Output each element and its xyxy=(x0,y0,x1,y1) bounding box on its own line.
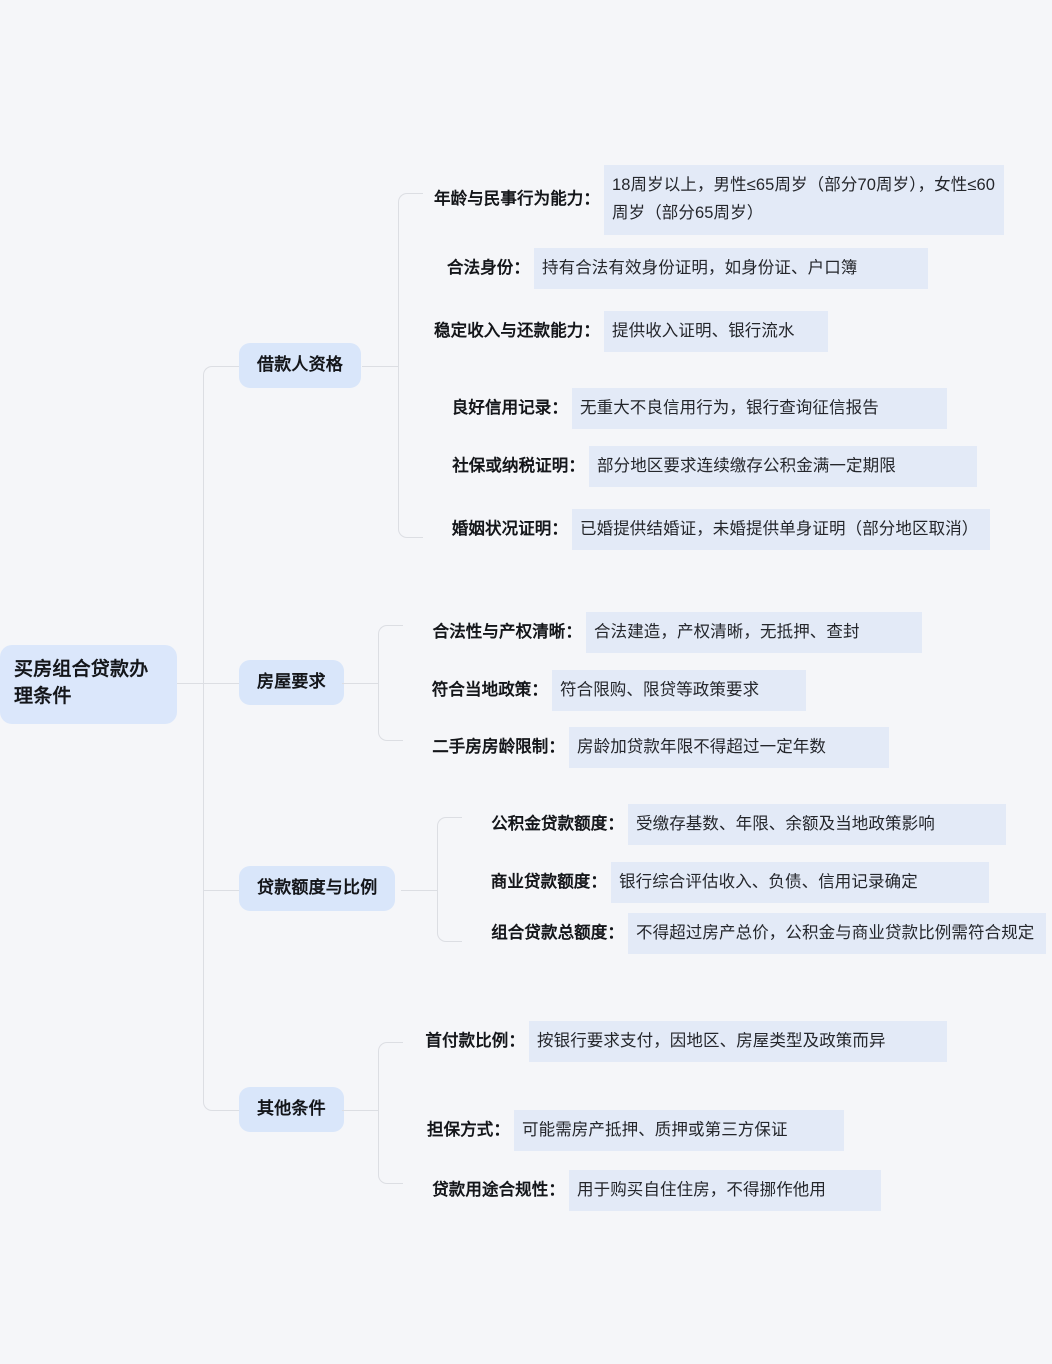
leaf-value[interactable]: 按银行要求支付，因地区、房屋类型及政策而异 xyxy=(529,1021,947,1063)
leaf-value[interactable]: 持有合法有效身份证明，如身份证、户口簿 xyxy=(534,248,928,290)
leaf-row: 贷款用途合规性： 用于购买自住住房，不得挪作他用 xyxy=(404,1170,1019,1212)
leaf-row: 良好信用记录： 无重大不良信用行为，银行查询征信报告 xyxy=(424,388,1039,430)
leaf-tick-4-1 xyxy=(391,1042,403,1043)
leaf-row: 婚姻状况证明： 已婚提供结婚证，未婚提供单身证明（部分地区取消） xyxy=(424,509,1039,551)
leaf-row: 社保或纳税证明： 部分地区要求连续缴存公积金满一定期限 xyxy=(424,446,1039,488)
leaf-tick-2-3 xyxy=(391,740,403,741)
leaf-value[interactable]: 房龄加贷款年限不得超过一定年数 xyxy=(569,727,889,769)
group-bracket-2 xyxy=(378,625,392,741)
leaf-row: 二手房房龄限制： 房龄加贷款年限不得超过一定年数 xyxy=(404,727,1019,769)
leaf-tick-3-3 xyxy=(450,941,462,942)
leaf-tick-3-1 xyxy=(450,817,462,818)
group-bracket-4 xyxy=(378,1042,392,1184)
leaf-label: 组合贷款总额度： xyxy=(491,924,624,943)
leaf-label: 合法身份： xyxy=(447,259,530,278)
branch-node-borrower-qualification[interactable]: 借款人资格 xyxy=(239,343,361,389)
leaf-label: 商业贷款额度： xyxy=(490,873,607,892)
branch-node-other-conditions[interactable]: 其他条件 xyxy=(239,1087,344,1133)
leaf-label: 良好信用记录： xyxy=(451,399,568,418)
leaf-value[interactable]: 受缴存基数、年限、余额及当地政策影响 xyxy=(628,804,1006,846)
group-connector-stub-3 xyxy=(401,890,438,891)
leaf-tick-1-6 xyxy=(411,537,423,538)
leaf-label: 公积金贷款额度： xyxy=(491,815,624,834)
leaf-label: 婚姻状况证明： xyxy=(451,520,568,539)
leaf-label: 社保或纳税证明： xyxy=(452,457,585,476)
leaf-label: 担保方式： xyxy=(427,1121,510,1140)
leaf-value[interactable]: 符合限购、限贷等政策要求 xyxy=(552,670,806,712)
leaf-value[interactable]: 可能需房产抵押、质押或第三方保证 xyxy=(514,1110,844,1152)
leaf-row: 担保方式： 可能需房产抵押、质押或第三方保证 xyxy=(404,1110,1019,1152)
branch-connector-stub-4 xyxy=(222,1110,239,1111)
leaf-value[interactable]: 无重大不良信用行为，银行查询征信报告 xyxy=(572,388,947,430)
leaf-row: 符合当地政策： 符合限购、限贷等政策要求 xyxy=(404,670,1019,712)
leaf-value[interactable]: 18周岁以上，男性≤65周岁（部分70周岁），女性≤60周岁（部分65周岁） xyxy=(604,165,1004,235)
group-connector-stub-2 xyxy=(342,683,379,684)
leaf-label: 年龄与民事行为能力： xyxy=(434,190,600,209)
leaf-value[interactable]: 银行综合评估收入、负债、信用记录确定 xyxy=(611,862,989,904)
leaf-tick-2-1 xyxy=(391,625,403,626)
group-bracket-3 xyxy=(437,817,451,942)
leaf-label: 合法性与产权清晰： xyxy=(432,623,582,642)
leaf-row: 年龄与民事行为能力： 18周岁以上，男性≤65周岁（部分70周岁），女性≤60周… xyxy=(424,165,1039,235)
leaf-label: 首付款比例： xyxy=(425,1032,525,1051)
leaf-label: 稳定收入与还款能力： xyxy=(434,322,600,341)
branch-connector-stub-1 xyxy=(222,366,239,367)
leaf-label: 贷款用途合规性： xyxy=(432,1181,565,1200)
branch-node-loan-amount-and-ratio[interactable]: 贷款额度与比例 xyxy=(239,866,396,912)
root-connector-stub xyxy=(177,683,204,684)
leaf-value[interactable]: 合法建造，产权清晰，无抵押、查封 xyxy=(586,612,922,654)
branch-connector-stub-3 xyxy=(203,890,239,891)
leaf-row: 组合贷款总额度： 不得超过房产总价，公积金与商业贷款比例需符合规定 xyxy=(463,913,1052,955)
leaf-row: 商业贷款额度： 银行综合评估收入、负债、信用记录确定 xyxy=(463,862,1052,904)
trunk-connector xyxy=(203,366,223,1111)
leaf-row: 首付款比例： 按银行要求支付，因地区、房屋类型及政策而异 xyxy=(404,1021,1019,1063)
group-connector-stub-1 xyxy=(362,366,399,367)
leaf-row: 公积金贷款额度： 受缴存基数、年限、余额及当地政策影响 xyxy=(463,804,1052,846)
branch-connector-stub-2 xyxy=(203,683,239,684)
leaf-row: 合法性与产权清晰： 合法建造，产权清晰，无抵押、查封 xyxy=(404,612,1019,654)
leaf-value[interactable]: 提供收入证明、银行流水 xyxy=(604,311,828,353)
leaf-value[interactable]: 不得超过房产总价，公积金与商业贷款比例需符合规定 xyxy=(628,913,1046,955)
group-connector-stub-4 xyxy=(342,1110,379,1111)
leaf-value[interactable]: 部分地区要求连续缴存公积金满一定期限 xyxy=(589,446,977,488)
group-bracket-1 xyxy=(398,193,412,538)
leaf-row: 稳定收入与还款能力： 提供收入证明、银行流水 xyxy=(424,311,1039,353)
leaf-value[interactable]: 已婚提供结婚证，未婚提供单身证明（部分地区取消） xyxy=(572,509,990,551)
leaf-value[interactable]: 用于购买自住住房，不得挪作他用 xyxy=(569,1170,881,1212)
leaf-label: 二手房房龄限制： xyxy=(432,738,565,757)
leaf-row: 合法身份： 持有合法有效身份证明，如身份证、户口簿 xyxy=(424,248,1039,290)
leaf-tick-4-3 xyxy=(391,1183,403,1184)
branch-node-property-requirements[interactable]: 房屋要求 xyxy=(239,660,344,706)
leaf-label: 符合当地政策： xyxy=(431,681,548,700)
root-node[interactable]: 买房组合贷款办理条件 xyxy=(0,645,177,724)
leaf-tick-1-1 xyxy=(411,193,423,194)
